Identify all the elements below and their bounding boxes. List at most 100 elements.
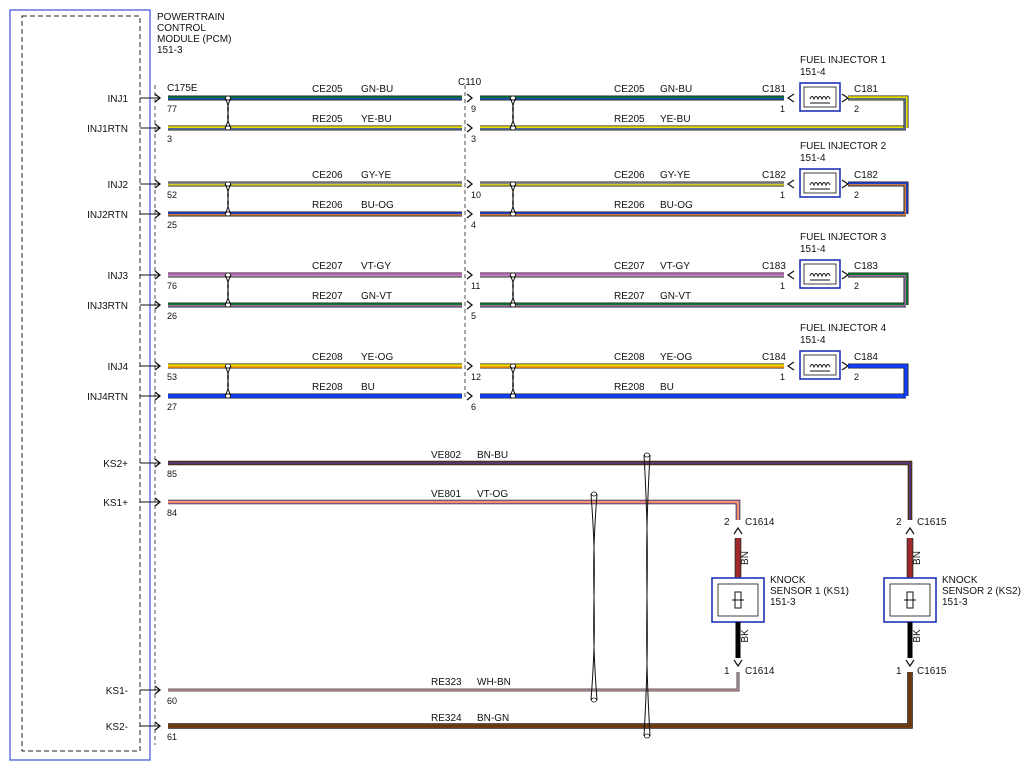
c110-pin-number: 12 [471, 372, 481, 382]
pcm-pin-label: INJ2 [107, 180, 128, 191]
sensor-lead-bottom-color: BK [912, 629, 923, 643]
pcm-pin-label: INJ3RTN [87, 301, 128, 312]
c110-pin-arrow [466, 93, 474, 103]
wire-segment-pcm-side [168, 211, 462, 217]
wire-circuit-label: CE207 [312, 261, 343, 272]
twist-strand-b [509, 183, 517, 215]
twist-end-bottom [225, 302, 231, 308]
twist-strand-b [224, 365, 232, 397]
wire-segment-return [480, 302, 906, 308]
twist-end-bottom [510, 125, 516, 131]
pcm-pin-arrow [154, 179, 162, 189]
pcm-pin-arrow [154, 209, 162, 219]
wire-color-label: BU [660, 382, 674, 393]
wire-segment-pcm-side [168, 95, 462, 101]
twisted-pair-mark [509, 181, 517, 217]
c110-pin-number: 4 [471, 220, 476, 230]
injector-connector-left: C183 [762, 261, 786, 272]
twisted-pair-mark [224, 95, 232, 131]
sensor-title-line-2: SENSOR 2 (KS2) [942, 586, 1021, 597]
sensor-lead-top-color: BN [912, 551, 923, 565]
knock-wire-base [168, 461, 912, 520]
injector-ref: 151-4 [800, 67, 826, 78]
loop-base-color [848, 364, 908, 396]
sensor-pin-bottom: 1 [724, 666, 730, 677]
sensor-title-line-2: SENSOR 1 (KS1) [770, 586, 849, 597]
pcm-pin-number: 85 [167, 469, 177, 479]
wire-loop-to-injector [848, 181, 909, 214]
wire-color-label: GY-YE [660, 170, 691, 181]
pcm-title-line-2: CONTROL [157, 23, 206, 34]
c110-label: C110 [458, 77, 482, 88]
knock-wire-stripe [168, 672, 911, 727]
knock-wire-circuit: VE801 [431, 489, 461, 500]
twist-strand-b [224, 183, 232, 215]
c110-pin-arrow [466, 123, 474, 133]
pcm-pin-label: KS1- [106, 686, 128, 697]
sensor-conn-bottom: C1615 [917, 666, 947, 677]
twist-end-bottom [225, 393, 231, 399]
wire-color-label: YE-OG [361, 352, 393, 363]
knock-wire-stripe [168, 501, 739, 520]
injector-pin-b: 2 [854, 281, 859, 291]
c110-pin-arrow [466, 179, 474, 189]
wire-segment-return [480, 211, 906, 217]
sensor-title-line-3: 151-3 [770, 597, 796, 608]
twist-strand-b [590, 493, 598, 701]
wire-color-label: VT-GY [361, 261, 391, 272]
twist-end-top [591, 491, 597, 497]
pcm-pin-number: 61 [167, 732, 177, 742]
pcm-pin-number: 53 [167, 372, 177, 382]
loop-base-color [848, 182, 908, 214]
injector-connector-right: C183 [854, 261, 878, 272]
wire-color-label: YE-BU [361, 114, 392, 125]
wire-loop-to-injector [848, 363, 909, 396]
sensor-conn-top: C1614 [745, 517, 775, 528]
injector-connector-left: C182 [762, 170, 786, 181]
pcm-pin-arrow [154, 458, 162, 468]
twist-end-bottom [510, 393, 516, 399]
injector-pin-a: 1 [780, 372, 785, 382]
twist-end-bottom [644, 733, 650, 739]
wire-segment-pcm-side [168, 181, 462, 187]
pcm-pin-arrow [154, 721, 162, 731]
wire-color-label: GN-VT [361, 291, 392, 302]
injector-pin-a: 1 [780, 281, 785, 291]
twist-end-top [510, 181, 516, 187]
wire-circuit-label: RE208 [614, 382, 645, 393]
pcm-pin-number: 77 [167, 104, 177, 114]
wire-color-label: GN-BU [660, 84, 692, 95]
pcm-pin-label: INJ3 [107, 271, 128, 282]
pcm-title-line-1: POWERTRAIN [157, 12, 225, 23]
injector-title: FUEL INJECTOR 3 [800, 232, 887, 243]
twist-end-bottom [510, 211, 516, 217]
injector-ref: 151-4 [800, 335, 826, 346]
twisted-pair-mark [509, 363, 517, 399]
wire-color-label: GN-BU [361, 84, 393, 95]
wire-segment-to-injector [480, 181, 784, 187]
pcm-pin-arrow [154, 123, 162, 133]
wire-circuit-label: RE207 [312, 291, 343, 302]
injector-arrow-left [786, 361, 795, 371]
pcm-pin-number: 52 [167, 190, 177, 200]
pcm-pin-arrow [154, 93, 162, 103]
coil-icon [809, 273, 831, 278]
pcm-pin-label: KS1+ [103, 498, 128, 509]
coil-icon [809, 182, 831, 187]
pcm-pin-number: 27 [167, 402, 177, 412]
sensor-title-line-3: 151-3 [942, 597, 968, 608]
knock-wire-outline [168, 499, 741, 520]
injector-arrow-left [786, 93, 795, 103]
wire-circuit-label: CE206 [312, 170, 343, 181]
sensor-pin-top: 2 [724, 517, 730, 528]
twist-strand-b [224, 97, 232, 129]
wire-circuit-label: RE206 [312, 200, 343, 211]
twist-strand-b [509, 365, 517, 397]
knock-wire-stripe [168, 672, 739, 691]
pcm-pin-label: KS2- [106, 722, 128, 733]
